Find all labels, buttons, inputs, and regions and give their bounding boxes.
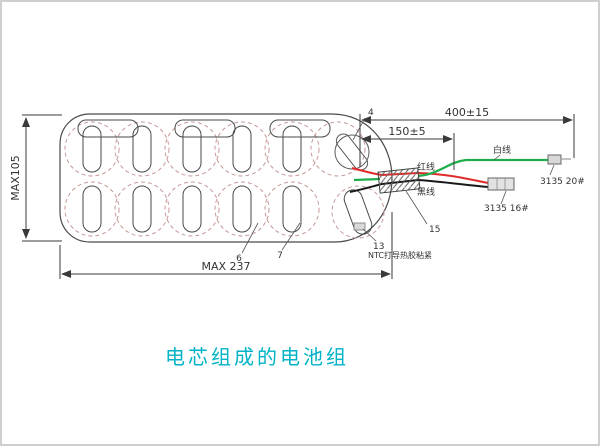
dimension-max237: MAX 237 [59,212,393,279]
leader-line-white-wire [493,154,501,161]
leader-line-4 [352,117,366,141]
cell-terminal [282,125,302,173]
cell-terminal [232,185,252,233]
white-wire-connector [547,154,562,165]
cell-terminal [132,185,152,233]
main-connector [487,177,515,191]
part-label-15: 15 [429,225,440,235]
dimension-label-width: MAX 237 [201,260,250,273]
cell-terminal [182,125,202,173]
cell-circle [64,121,120,177]
cell-terminal [182,185,202,233]
cell-terminal [132,125,152,173]
cell-circle [310,121,366,177]
heat-shrink-sleeve [377,167,421,194]
dimension-max105: MAX105 [9,114,62,242]
leader-line-6 [241,222,259,254]
cell-circle [164,181,220,237]
cell-terminal [232,125,252,173]
cell-circle [164,121,220,177]
callout-leaders [241,117,555,254]
cell-terminal [82,125,102,173]
connector-label-20: 3135 20# [540,177,585,187]
cell-circle [214,121,270,177]
leader-line-connector-16 [500,190,507,205]
leader-line-13 [362,228,377,242]
pack-outline [59,113,393,243]
callout-texts: 红线 黑线 白线 3135 20# 3135 16# 4 13 NTC打导热胶粘… [236,108,585,264]
nickel-strip [269,119,331,138]
diagram-title: 电芯组成的电池组 [165,345,349,369]
nickel-strip [174,119,236,138]
leader-line-connector-20 [549,164,555,176]
part-label-13: 13 [373,242,384,252]
wire-label-white: 白线 [493,144,511,156]
end-cell-terminal [335,133,369,171]
nickel-strips [77,119,331,138]
connector-label-16: 3135 16# [484,204,529,214]
cell-circle [331,185,385,239]
cell-circle [114,181,170,237]
ntc-component [353,222,366,231]
wire-label-black: 黑线 [417,186,435,198]
cell-circle [64,181,120,237]
battery-cells [64,121,385,239]
part-label-4: 4 [368,108,374,118]
cell-terminal [282,185,302,233]
wire-label-red: 红线 [417,161,435,173]
cell-circle [264,181,320,237]
ntc-note: NTC打导热胶粘紧 [368,250,432,260]
cell-terminals [82,125,373,235]
cell-circle [214,181,270,237]
cell-circle [114,121,170,177]
dimension-400: 400±15 [359,106,575,167]
dimension-label-height: MAX105 [9,155,22,201]
nickel-strip [77,119,139,138]
dimension-label-wire-section: 150±5 [388,125,425,138]
dimension-label-wire-total: 400±15 [445,106,489,119]
part-label-7: 7 [277,251,283,261]
cell-terminal [343,189,373,235]
leader-line-7 [281,222,301,251]
wires [349,154,571,194]
cell-circle [264,121,320,177]
part-label-6: 6 [236,254,242,264]
dimension-150: 150±5 [361,125,455,170]
green-wire [353,158,548,182]
battery-pack [59,113,393,243]
cell-terminal [82,185,102,233]
leader-line-15 [405,190,428,225]
